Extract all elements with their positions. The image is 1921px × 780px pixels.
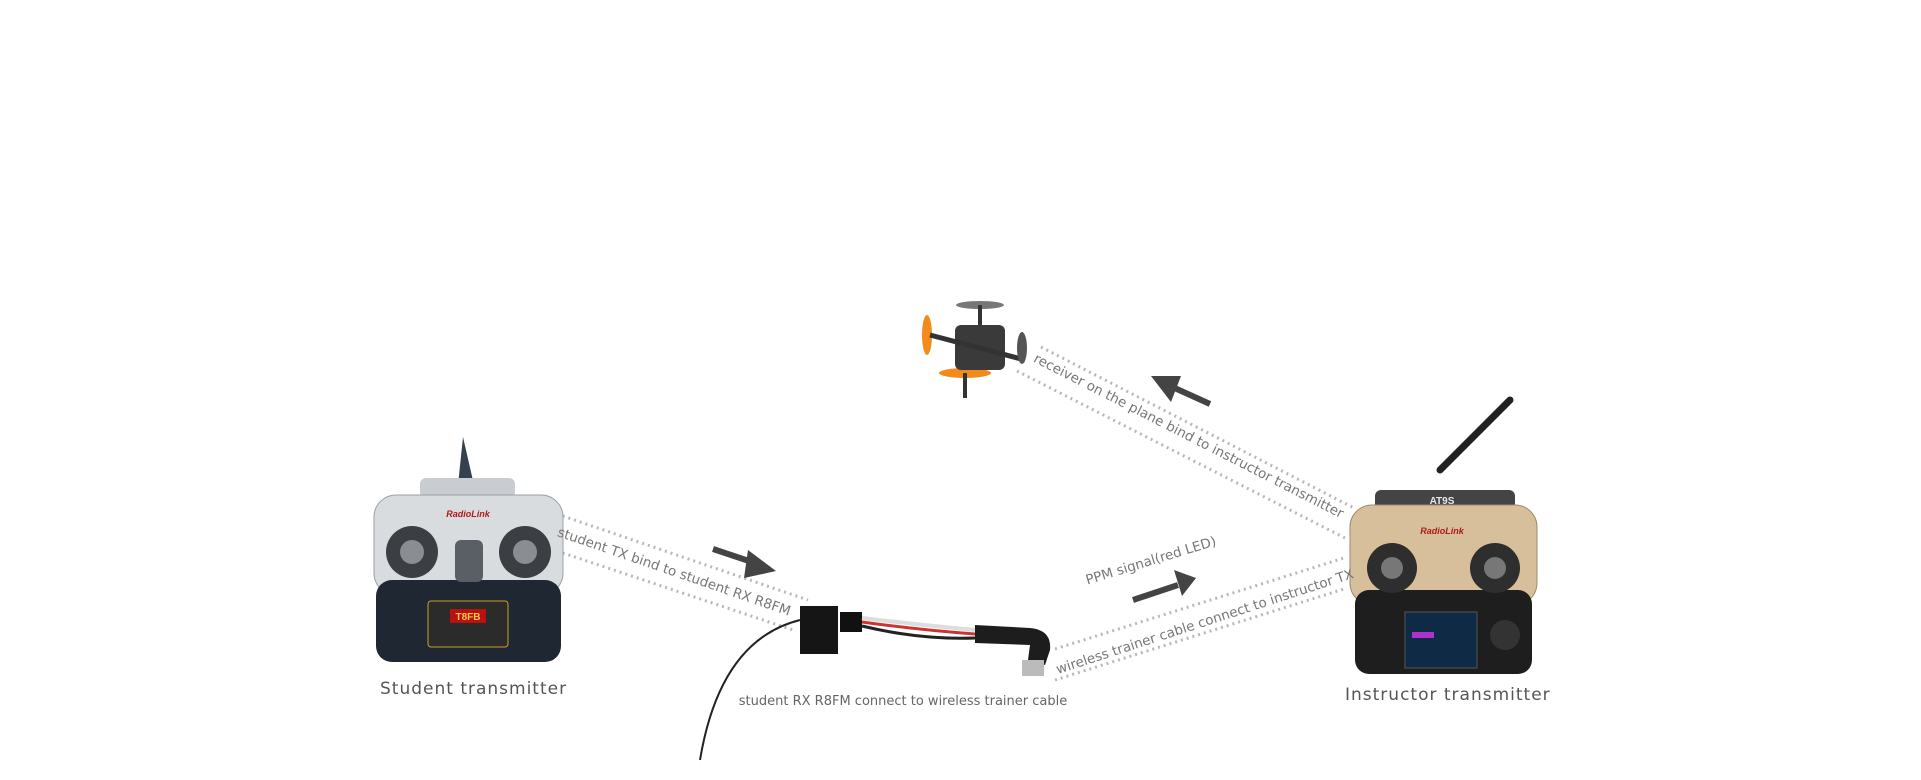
plane-bind-line-bottom bbox=[1016, 369, 1348, 541]
instructor-transmitter-label: Instructor transmitter bbox=[1345, 685, 1551, 705]
drone-image bbox=[922, 301, 1027, 398]
trainer-cable-line-bottom bbox=[1054, 586, 1348, 682]
plane-bind-line-top bbox=[1040, 345, 1355, 510]
arrows bbox=[712, 376, 1212, 603]
instructor-model-marking: AT9S bbox=[1430, 496, 1455, 507]
arrow-right-down-icon bbox=[712, 546, 776, 578]
arrow-left-up-icon bbox=[1151, 376, 1212, 407]
student-brand-marking: RadioLink bbox=[446, 509, 490, 519]
receiver-cable-label: student RX R8FM connect to wireless trai… bbox=[738, 694, 1068, 709]
instructor-transmitter-image: AT9S RadioLink bbox=[1349, 396, 1538, 674]
student-transmitter-image: RadioLink T8FB bbox=[373, 437, 564, 662]
student-bind-line-bottom bbox=[556, 549, 797, 633]
connection-lines bbox=[556, 345, 1355, 682]
student-bind-line-top bbox=[556, 512, 809, 602]
instructor-brand-marking: RadioLink bbox=[1420, 526, 1464, 536]
receiver-cable-image bbox=[699, 606, 1051, 761]
student-model-marking: T8FB bbox=[456, 612, 481, 623]
arrow-right-up-icon bbox=[1132, 570, 1196, 603]
r8fm-receiver bbox=[800, 606, 838, 654]
student-transmitter-label: Student transmitter bbox=[380, 679, 568, 699]
